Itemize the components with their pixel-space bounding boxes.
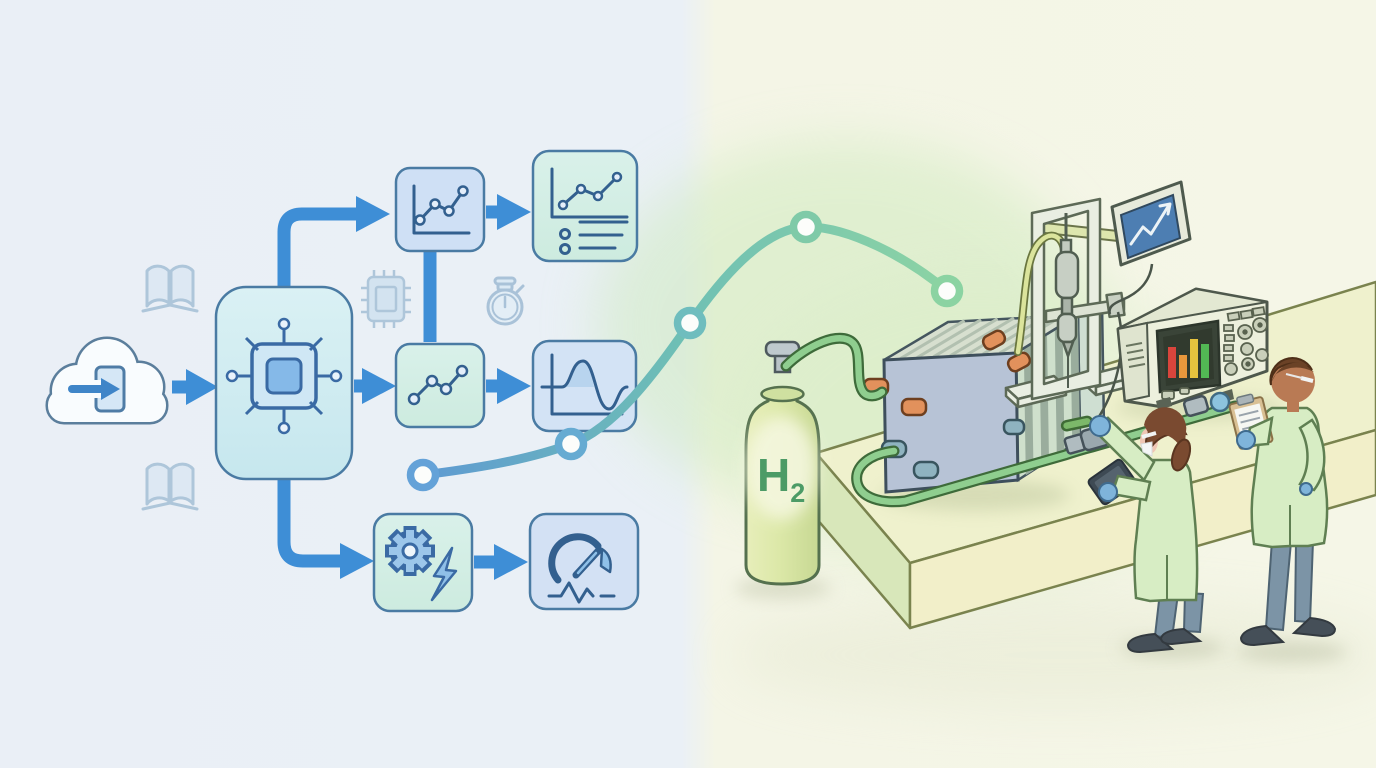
trend-arrow-icon xyxy=(1129,202,1172,246)
trend-chart-icon xyxy=(412,184,471,235)
gear-icon xyxy=(385,526,435,576)
face-mask xyxy=(1140,441,1153,457)
shoe xyxy=(1159,627,1203,646)
microchip-icon xyxy=(225,317,343,435)
ponytail xyxy=(1170,438,1192,472)
gauge-box xyxy=(528,512,640,611)
wall-monitor xyxy=(1108,180,1192,315)
stopwatch-icon xyxy=(486,276,525,326)
lab-scene: H2 xyxy=(730,180,1376,710)
shoe xyxy=(1126,632,1175,654)
report-chart-icon xyxy=(550,167,629,255)
scientist-female xyxy=(1087,407,1224,658)
gas-pipes xyxy=(851,391,1241,508)
sensor-cable xyxy=(1092,311,1123,425)
monitor-cable xyxy=(1108,263,1154,315)
scope-bars xyxy=(1168,339,1209,378)
scatter-line-icon xyxy=(407,364,469,406)
shoe xyxy=(1239,624,1286,647)
gear-energy-box xyxy=(372,512,474,613)
hair xyxy=(1269,357,1313,386)
rig-sensor xyxy=(1054,213,1080,388)
safety-glasses xyxy=(1141,431,1157,439)
glove xyxy=(1299,482,1313,496)
curve-node xyxy=(930,274,964,308)
curve-node xyxy=(554,427,588,461)
chart-box-scatter xyxy=(394,342,486,429)
hydrogen-cylinder: H2 xyxy=(735,332,888,599)
flowchart xyxy=(45,149,640,613)
processing-box xyxy=(214,285,354,481)
floor-shading xyxy=(730,600,1376,710)
curve-node xyxy=(673,306,707,340)
trousers xyxy=(1153,590,1205,640)
chart-box-trend xyxy=(394,166,486,253)
glove xyxy=(1236,430,1256,450)
gas-tube xyxy=(1015,233,1067,355)
gauge-icon xyxy=(547,533,616,604)
glove xyxy=(1098,482,1118,502)
microchip-icon-faded xyxy=(361,270,411,328)
lightning-icon xyxy=(430,546,458,602)
glasses xyxy=(1300,376,1314,383)
growth-curve xyxy=(406,210,964,492)
scope-controls xyxy=(1161,306,1269,400)
curve-node xyxy=(789,210,823,244)
curve-node xyxy=(406,458,440,492)
cloud-import-icon xyxy=(45,336,169,425)
pipe-fitting xyxy=(1182,391,1231,418)
shoe xyxy=(1291,616,1337,638)
h2-label: H2 xyxy=(757,449,805,508)
glove xyxy=(1089,415,1111,437)
waveform-box xyxy=(531,339,638,433)
report-box xyxy=(531,149,639,263)
flow-arrows xyxy=(172,194,531,580)
scientist-male xyxy=(1228,357,1347,662)
waveform-icon xyxy=(540,353,629,416)
